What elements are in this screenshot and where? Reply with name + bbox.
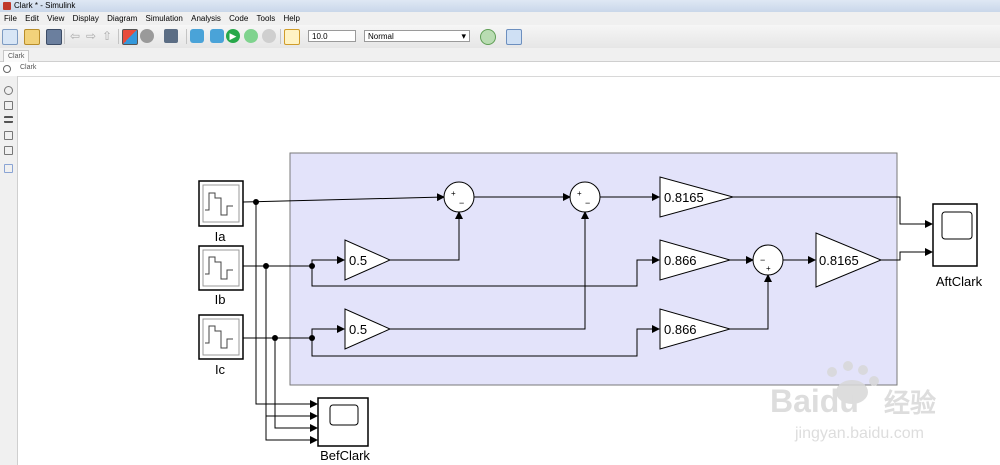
arrow-icon[interactable] (4, 116, 13, 123)
menu-tools[interactable]: Tools (256, 14, 276, 23)
label-ib: Ib (215, 292, 226, 307)
signal-gain-out-to-aftclark (881, 248, 933, 261)
sum-block-2[interactable]: + − (569, 181, 601, 213)
label-befclark: BefClark (320, 448, 370, 463)
branch-dot (272, 335, 278, 341)
simulation-mode-select[interactable]: Normal (364, 30, 470, 42)
sum-block-3[interactable]: − + (752, 244, 784, 276)
gain-866b-value: 0.866 (664, 322, 697, 337)
signal-ib-to-gain-866a (311, 256, 660, 287)
gain-b-value: 0.5 (349, 322, 367, 337)
source-block-ib[interactable] (198, 245, 244, 291)
stop-icon[interactable] (262, 29, 276, 43)
gain-out-value: 0.8165 (819, 253, 859, 268)
data-inspector-icon[interactable] (506, 29, 522, 45)
image-icon[interactable] (4, 146, 13, 155)
model-explorer-icon[interactable] (164, 29, 178, 43)
annotation-icon[interactable] (4, 131, 13, 140)
svg-text:jingyan.baidu.com: jingyan.baidu.com (794, 425, 924, 442)
source-block-ia[interactable] (198, 180, 244, 227)
forward-arrow-icon[interactable]: ⇨ (85, 29, 97, 43)
signal-ic-to-befclark (274, 338, 318, 432)
signal-befclark-4 (265, 416, 318, 444)
address-bar: Clark (0, 62, 1000, 77)
gain-block-top[interactable] (659, 176, 735, 218)
open-folder-icon[interactable] (24, 29, 40, 45)
gain-top-value: 0.8165 (664, 190, 704, 205)
scope-block-aftclark[interactable] (932, 203, 978, 267)
step-forward-icon[interactable] (244, 29, 258, 43)
source-block-ic[interactable] (198, 314, 244, 360)
stop-time-input[interactable]: 10.0 (308, 30, 356, 42)
branch-dot (309, 263, 315, 269)
menu-view[interactable]: View (47, 14, 65, 23)
model-settings-gear-icon[interactable] (140, 29, 154, 43)
gain-block-b[interactable] (344, 308, 392, 350)
gain-a-value: 0.5 (349, 253, 367, 268)
signal-ic-to-gain-866b (311, 325, 660, 357)
menu-file[interactable]: File (4, 14, 17, 23)
toolbar: ⇦ ⇨ ⇧ ▶ 10.0 Normal (0, 25, 1000, 49)
step-icon[interactable] (210, 29, 224, 43)
left-palette (0, 76, 18, 465)
signal-gain-top-to-aftclark (733, 196, 933, 228)
gain-866a-value: 0.866 (664, 253, 697, 268)
step-back-icon[interactable] (190, 29, 204, 43)
signal-gain-a-to-sum1 (390, 211, 463, 261)
svg-text:经验: 经验 (884, 388, 936, 418)
model-advisor-check-icon[interactable] (480, 29, 496, 45)
window-title: Clark * - Simulink (14, 1, 76, 10)
svg-text:+: + (451, 189, 456, 198)
svg-text:Baidu: Baidu (770, 383, 859, 419)
fit-to-view-icon[interactable] (4, 101, 13, 110)
menu-display[interactable]: Display (72, 14, 99, 23)
gain-block-out[interactable] (815, 232, 883, 288)
title-bar: Clark * - Simulink (0, 0, 1000, 12)
menu-analysis[interactable]: Analysis (191, 14, 221, 23)
svg-text:−: − (760, 255, 765, 265)
label-ia: Ia (215, 229, 227, 244)
up-arrow-icon[interactable]: ⇧ (101, 29, 113, 43)
back-arrow-icon[interactable]: ⇦ (69, 29, 81, 43)
sum-block-1[interactable]: + − (443, 181, 475, 213)
label-ic: Ic (215, 362, 226, 377)
menu-code[interactable]: Code (229, 14, 249, 23)
run-play-icon[interactable]: ▶ (226, 29, 240, 43)
library-browser-icon[interactable] (122, 29, 138, 45)
new-model-icon[interactable] (2, 29, 18, 45)
menu-simulation[interactable]: Simulation (145, 14, 183, 23)
menu-diagram[interactable]: Diagram (107, 14, 138, 23)
baidu-watermark: Baidu 经验 jingyan.baidu.com (770, 361, 936, 442)
tab-strip: Clark (0, 48, 1000, 62)
save-icon[interactable] (46, 29, 62, 45)
breadcrumb[interactable]: Clark (20, 64, 37, 71)
gain-block-a[interactable] (344, 239, 392, 281)
signal-ia-to-befclark (255, 202, 318, 408)
zoom-icon[interactable] (4, 86, 13, 95)
branch-dot (253, 199, 259, 205)
svg-text:−: − (459, 198, 464, 208)
signal-866b-to-sum3 (730, 274, 772, 330)
label-aftclark: AftClark (936, 274, 983, 289)
signal-ia-to-sum1 (242, 193, 445, 203)
svg-text:+: + (577, 189, 582, 198)
simulink-app-icon (3, 2, 11, 10)
svg-text:−: − (585, 198, 590, 208)
area-icon[interactable] (4, 164, 13, 173)
branch-dot (309, 335, 315, 341)
signal-gain-b-to-sum2 (390, 211, 589, 330)
scope-block-befclark[interactable] (317, 397, 369, 447)
menu-bar: File Edit View Display Diagram Simulatio… (0, 12, 1000, 25)
hide-show-browser-icon[interactable] (3, 65, 11, 73)
branch-dot (263, 263, 269, 269)
scope-signal-icon[interactable] (284, 29, 300, 45)
menu-help[interactable]: Help (283, 14, 300, 23)
svg-text:+: + (766, 264, 771, 273)
tab-clark[interactable]: Clark (3, 50, 30, 62)
gain-block-866b[interactable] (659, 308, 732, 350)
gain-block-866a[interactable] (659, 239, 732, 281)
menu-edit[interactable]: Edit (25, 14, 39, 23)
